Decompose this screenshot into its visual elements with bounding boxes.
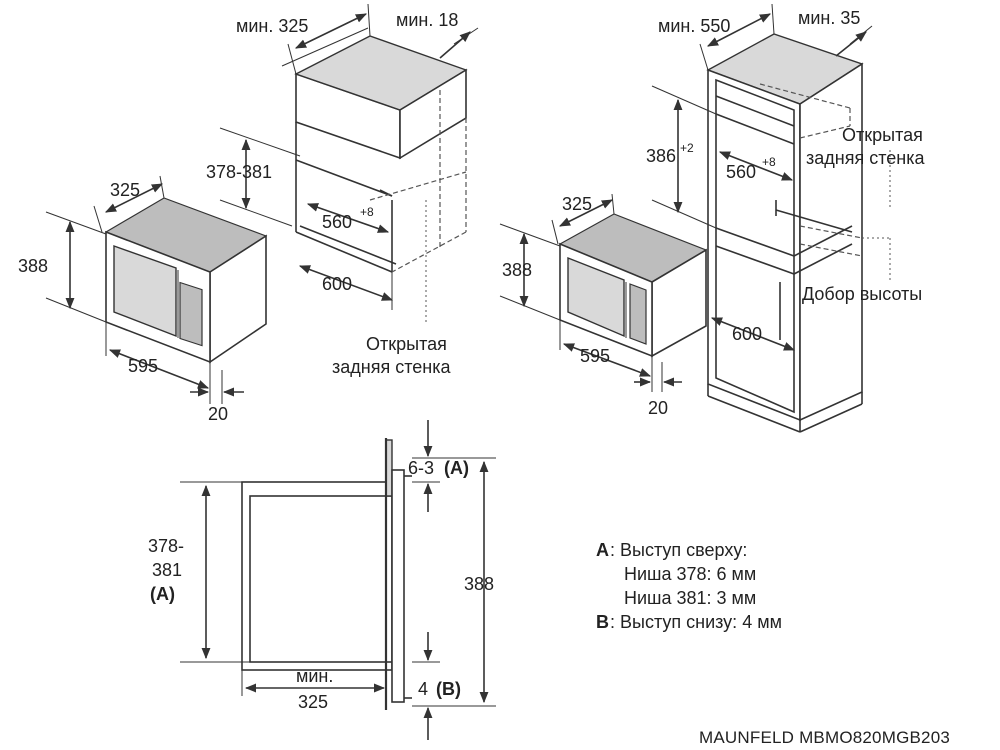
left-depth-label: мин. 325 bbox=[236, 16, 308, 36]
right-oven bbox=[558, 213, 708, 358]
right-oven-height-label: 388 bbox=[502, 260, 532, 280]
right-niche-width-tol: +8 bbox=[762, 155, 776, 169]
legend: A : Выступ сверху: Ниша 378: 6 мм Ниша 3… bbox=[596, 540, 782, 632]
right-cabinet-width-dim bbox=[710, 317, 796, 351]
right-tall-cabinet bbox=[706, 33, 864, 433]
section-top-gap-ref: (A) bbox=[444, 458, 469, 478]
left-diagram: мин. 325 мин. 18 378-381 560 +8 600 Откр… bbox=[18, 3, 479, 424]
section-height-ref: (A) bbox=[150, 584, 175, 604]
right-gap-label: мин. 35 bbox=[798, 8, 860, 28]
section-min-label: мин. bbox=[296, 666, 333, 686]
section-bottom-gap-ref: (B) bbox=[436, 679, 461, 699]
left-oven bbox=[104, 197, 268, 364]
left-offset-label: 20 bbox=[208, 404, 228, 424]
left-niche-height-label: 378-381 bbox=[206, 162, 272, 182]
section-diagram: 6-3 (A) 378- 381 (A) 388 мин. 325 4 (B) bbox=[148, 420, 496, 740]
right-oven-width-label: 595 bbox=[580, 346, 610, 366]
left-height-ext-bot bbox=[219, 199, 293, 227]
left-depth-ext bbox=[287, 43, 297, 75]
section-bottom-gap-label: 4 bbox=[418, 679, 428, 699]
left-oven-height-label: 388 bbox=[18, 256, 48, 276]
right-gap-ext bbox=[849, 25, 873, 45]
right-depth-dim bbox=[707, 13, 771, 47]
left-gap-ext bbox=[453, 27, 479, 45]
right-offset-label: 20 bbox=[648, 398, 668, 418]
right-open-back-line1: Открытая bbox=[842, 125, 923, 145]
right-diagram: мин. 550 мин. 35 386 +2 560 +8 Открытая … bbox=[499, 3, 925, 433]
right-niche-height-label: 386 bbox=[646, 146, 676, 166]
legend-a-title: : Выступ сверху: bbox=[610, 540, 747, 560]
right-height-ext-top bbox=[651, 85, 717, 115]
right-oven-height-ext2 bbox=[499, 295, 561, 321]
left-oven-height-ext2 bbox=[45, 297, 107, 323]
left-depth-ext2 bbox=[367, 3, 371, 37]
right-gap-dim bbox=[835, 31, 867, 57]
right-depth-label: мин. 550 bbox=[658, 16, 730, 36]
legend-a-line2: Ниша 381: 3 мм bbox=[624, 588, 756, 608]
left-oven-depth-dim bbox=[104, 183, 164, 213]
right-cabinet-width-label: 600 bbox=[732, 324, 762, 344]
right-oven-depth-label: 325 bbox=[562, 194, 592, 214]
right-filler-label: Добор высоты bbox=[802, 284, 922, 304]
right-oven-width-dim bbox=[562, 343, 652, 377]
left-depth-dim bbox=[294, 13, 368, 49]
left-cabinet bbox=[294, 35, 468, 273]
model-caption: MAUNFELD MBMO820MGB203 bbox=[699, 728, 950, 747]
section-total-label: 388 bbox=[464, 574, 494, 594]
right-oven-depth-dim bbox=[558, 199, 614, 227]
left-niche-width-dim bbox=[306, 203, 390, 233]
right-niche-width-label: 560 bbox=[726, 162, 756, 182]
right-oven-depth-ext2 bbox=[611, 193, 615, 215]
legend-b-key: B bbox=[596, 612, 609, 632]
left-oven-width-label: 595 bbox=[128, 356, 158, 376]
left-cabinet-width-label: 600 bbox=[322, 274, 352, 294]
left-niche-width-tol: +8 bbox=[360, 205, 374, 219]
right-oven-depth-ext bbox=[551, 219, 559, 245]
right-niche-height-tol: +2 bbox=[680, 141, 694, 155]
left-oven-depth-label: 325 bbox=[110, 180, 140, 200]
section-height-line2: 381 bbox=[152, 560, 182, 580]
legend-b-text: : Выступ снизу: 4 мм bbox=[610, 612, 782, 632]
left-oven-depth-ext2 bbox=[159, 175, 165, 199]
right-open-back-line2: задняя стенка bbox=[806, 148, 925, 168]
right-oven-height-ext bbox=[499, 223, 561, 247]
section-top-gap-label: 6-3 bbox=[408, 458, 434, 478]
left-oven-height-ext bbox=[45, 211, 107, 235]
left-oven-depth-ext bbox=[93, 205, 103, 233]
legend-a-key: A bbox=[596, 540, 609, 560]
legend-a-line1: Ниша 378: 6 мм bbox=[624, 564, 756, 584]
left-open-back-line2: задняя стенка bbox=[332, 357, 451, 377]
right-niche-width-dim bbox=[718, 151, 794, 181]
section-height-line1: 378- bbox=[148, 536, 184, 556]
left-niche-width-label: 560 bbox=[322, 212, 352, 232]
left-oven-width-dim bbox=[108, 349, 210, 389]
left-height-ext-top bbox=[219, 127, 301, 157]
section-depth-label: 325 bbox=[298, 692, 328, 712]
left-open-back-line1: Открытая bbox=[366, 334, 447, 354]
left-cabinet-width-dim bbox=[298, 265, 394, 301]
left-gap-label: мин. 18 bbox=[396, 10, 458, 30]
section-niche bbox=[241, 438, 412, 710]
right-depth-ext2 bbox=[771, 3, 775, 35]
right-height-ext-bot bbox=[651, 199, 717, 229]
right-depth-ext bbox=[699, 43, 709, 71]
